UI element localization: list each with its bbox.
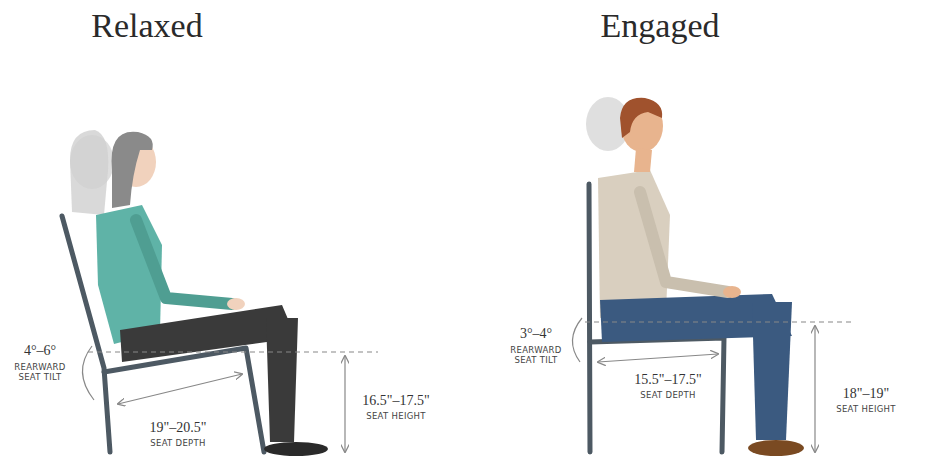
engaged-dimensions bbox=[572, 318, 852, 452]
height-value: 16.5"–17.5" bbox=[362, 393, 429, 409]
panel-title: Relaxed bbox=[91, 6, 202, 45]
tilt-value: 4°–6° bbox=[24, 343, 56, 359]
dimension-caption: REARWARD SEAT TILT bbox=[10, 363, 70, 383]
dimension-caption: REARWARD SEAT TILT bbox=[506, 346, 566, 366]
depth-value: 15.5"–17.5" bbox=[634, 372, 701, 388]
dimension-caption: SEAT HEIGHT bbox=[836, 405, 896, 415]
relaxed-figure bbox=[70, 130, 328, 456]
dimension-caption: SEAT DEPTH bbox=[150, 439, 205, 449]
dimension-caption: SEAT HEIGHT bbox=[366, 412, 426, 422]
panel-title: Engaged bbox=[601, 6, 720, 45]
height-value: 18"–19" bbox=[843, 386, 889, 402]
tilt-value: 3°–4° bbox=[520, 326, 552, 342]
relaxed-dimensions bbox=[82, 346, 378, 452]
dimension-caption: SEAT DEPTH bbox=[640, 391, 695, 401]
depth-value: 19"–20.5" bbox=[150, 420, 207, 436]
engaged-figure bbox=[586, 97, 804, 456]
